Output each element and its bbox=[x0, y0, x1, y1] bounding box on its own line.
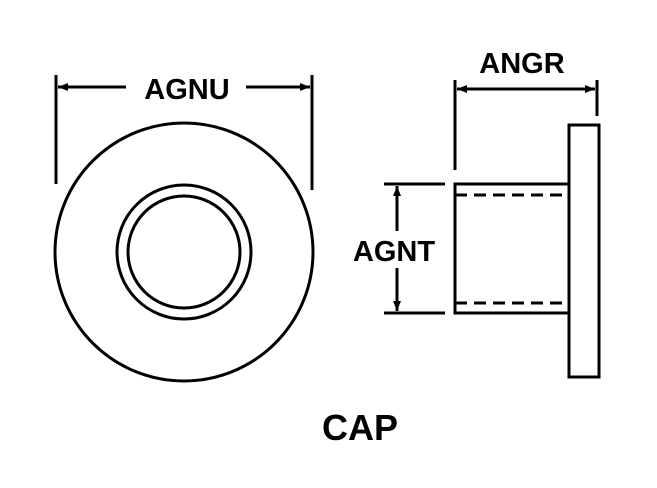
front-view: AGNU bbox=[53, 74, 315, 383]
outer-circle bbox=[53, 121, 315, 383]
body-outline bbox=[453, 182, 569, 315]
bore-outer-circle bbox=[115, 183, 253, 321]
dimension-label-angr: ANGR bbox=[479, 48, 564, 80]
dimension-label-agnt: AGNT bbox=[353, 236, 435, 268]
diagram-title: CAP bbox=[322, 407, 398, 448]
bore-inner-circle bbox=[126, 194, 242, 310]
dimension-label-agnu: AGNU bbox=[144, 74, 229, 106]
side-view: AGNT ANGR bbox=[353, 48, 601, 379]
flange bbox=[567, 123, 601, 379]
